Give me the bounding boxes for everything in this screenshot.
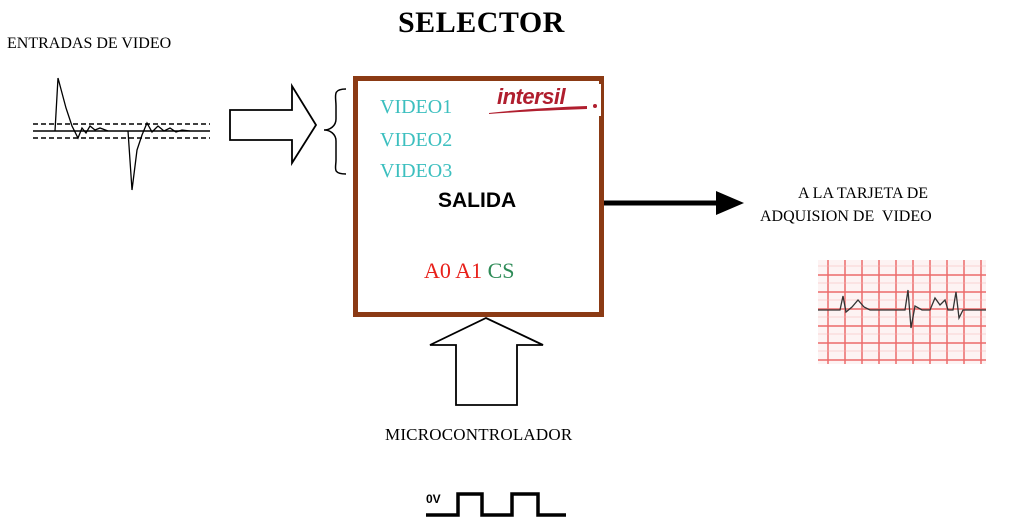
intersil-logo: intersil — [485, 84, 601, 116]
controller-arrow-icon — [429, 317, 544, 406]
ecg-grid-icon — [818, 260, 986, 364]
input-arrow-icon — [229, 82, 318, 167]
output-target-line2: ADQUISION DE VIDEO — [760, 208, 932, 226]
logo-swoosh-icon — [489, 104, 597, 114]
pin-a0: A0 — [424, 258, 451, 283]
output-target-line1: A LA TARJETA DE — [798, 185, 929, 202]
clock-voltage-label: 0V — [426, 492, 441, 506]
video-input-1: VIDEO1 — [380, 96, 453, 118]
video-input-3: VIDEO3 — [380, 160, 453, 182]
pin-cs: CS — [487, 258, 515, 283]
brace-icon — [323, 88, 347, 175]
diagram-title: SELECTOR — [398, 6, 565, 39]
chip-pins: A0 A1 CS — [424, 258, 515, 284]
video-inputs-label: ENTRADAS DE VIDEO — [7, 35, 172, 52]
microcontroller-label: MICROCONTROLADOR — [385, 425, 573, 444]
selector-chip — [353, 76, 604, 317]
pin-a1: A1 — [455, 258, 483, 283]
clock-pulse-icon — [426, 492, 566, 517]
chip-output-label: SALIDA — [438, 189, 517, 212]
video-input-2: VIDEO2 — [380, 129, 453, 151]
output-arrow-icon — [604, 191, 744, 215]
input-waveform-icon — [33, 77, 210, 191]
output-target-label: A LA TARJETA DE ADQUISION DE VIDEO — [760, 182, 1030, 228]
logo-text: intersil — [497, 84, 566, 109]
